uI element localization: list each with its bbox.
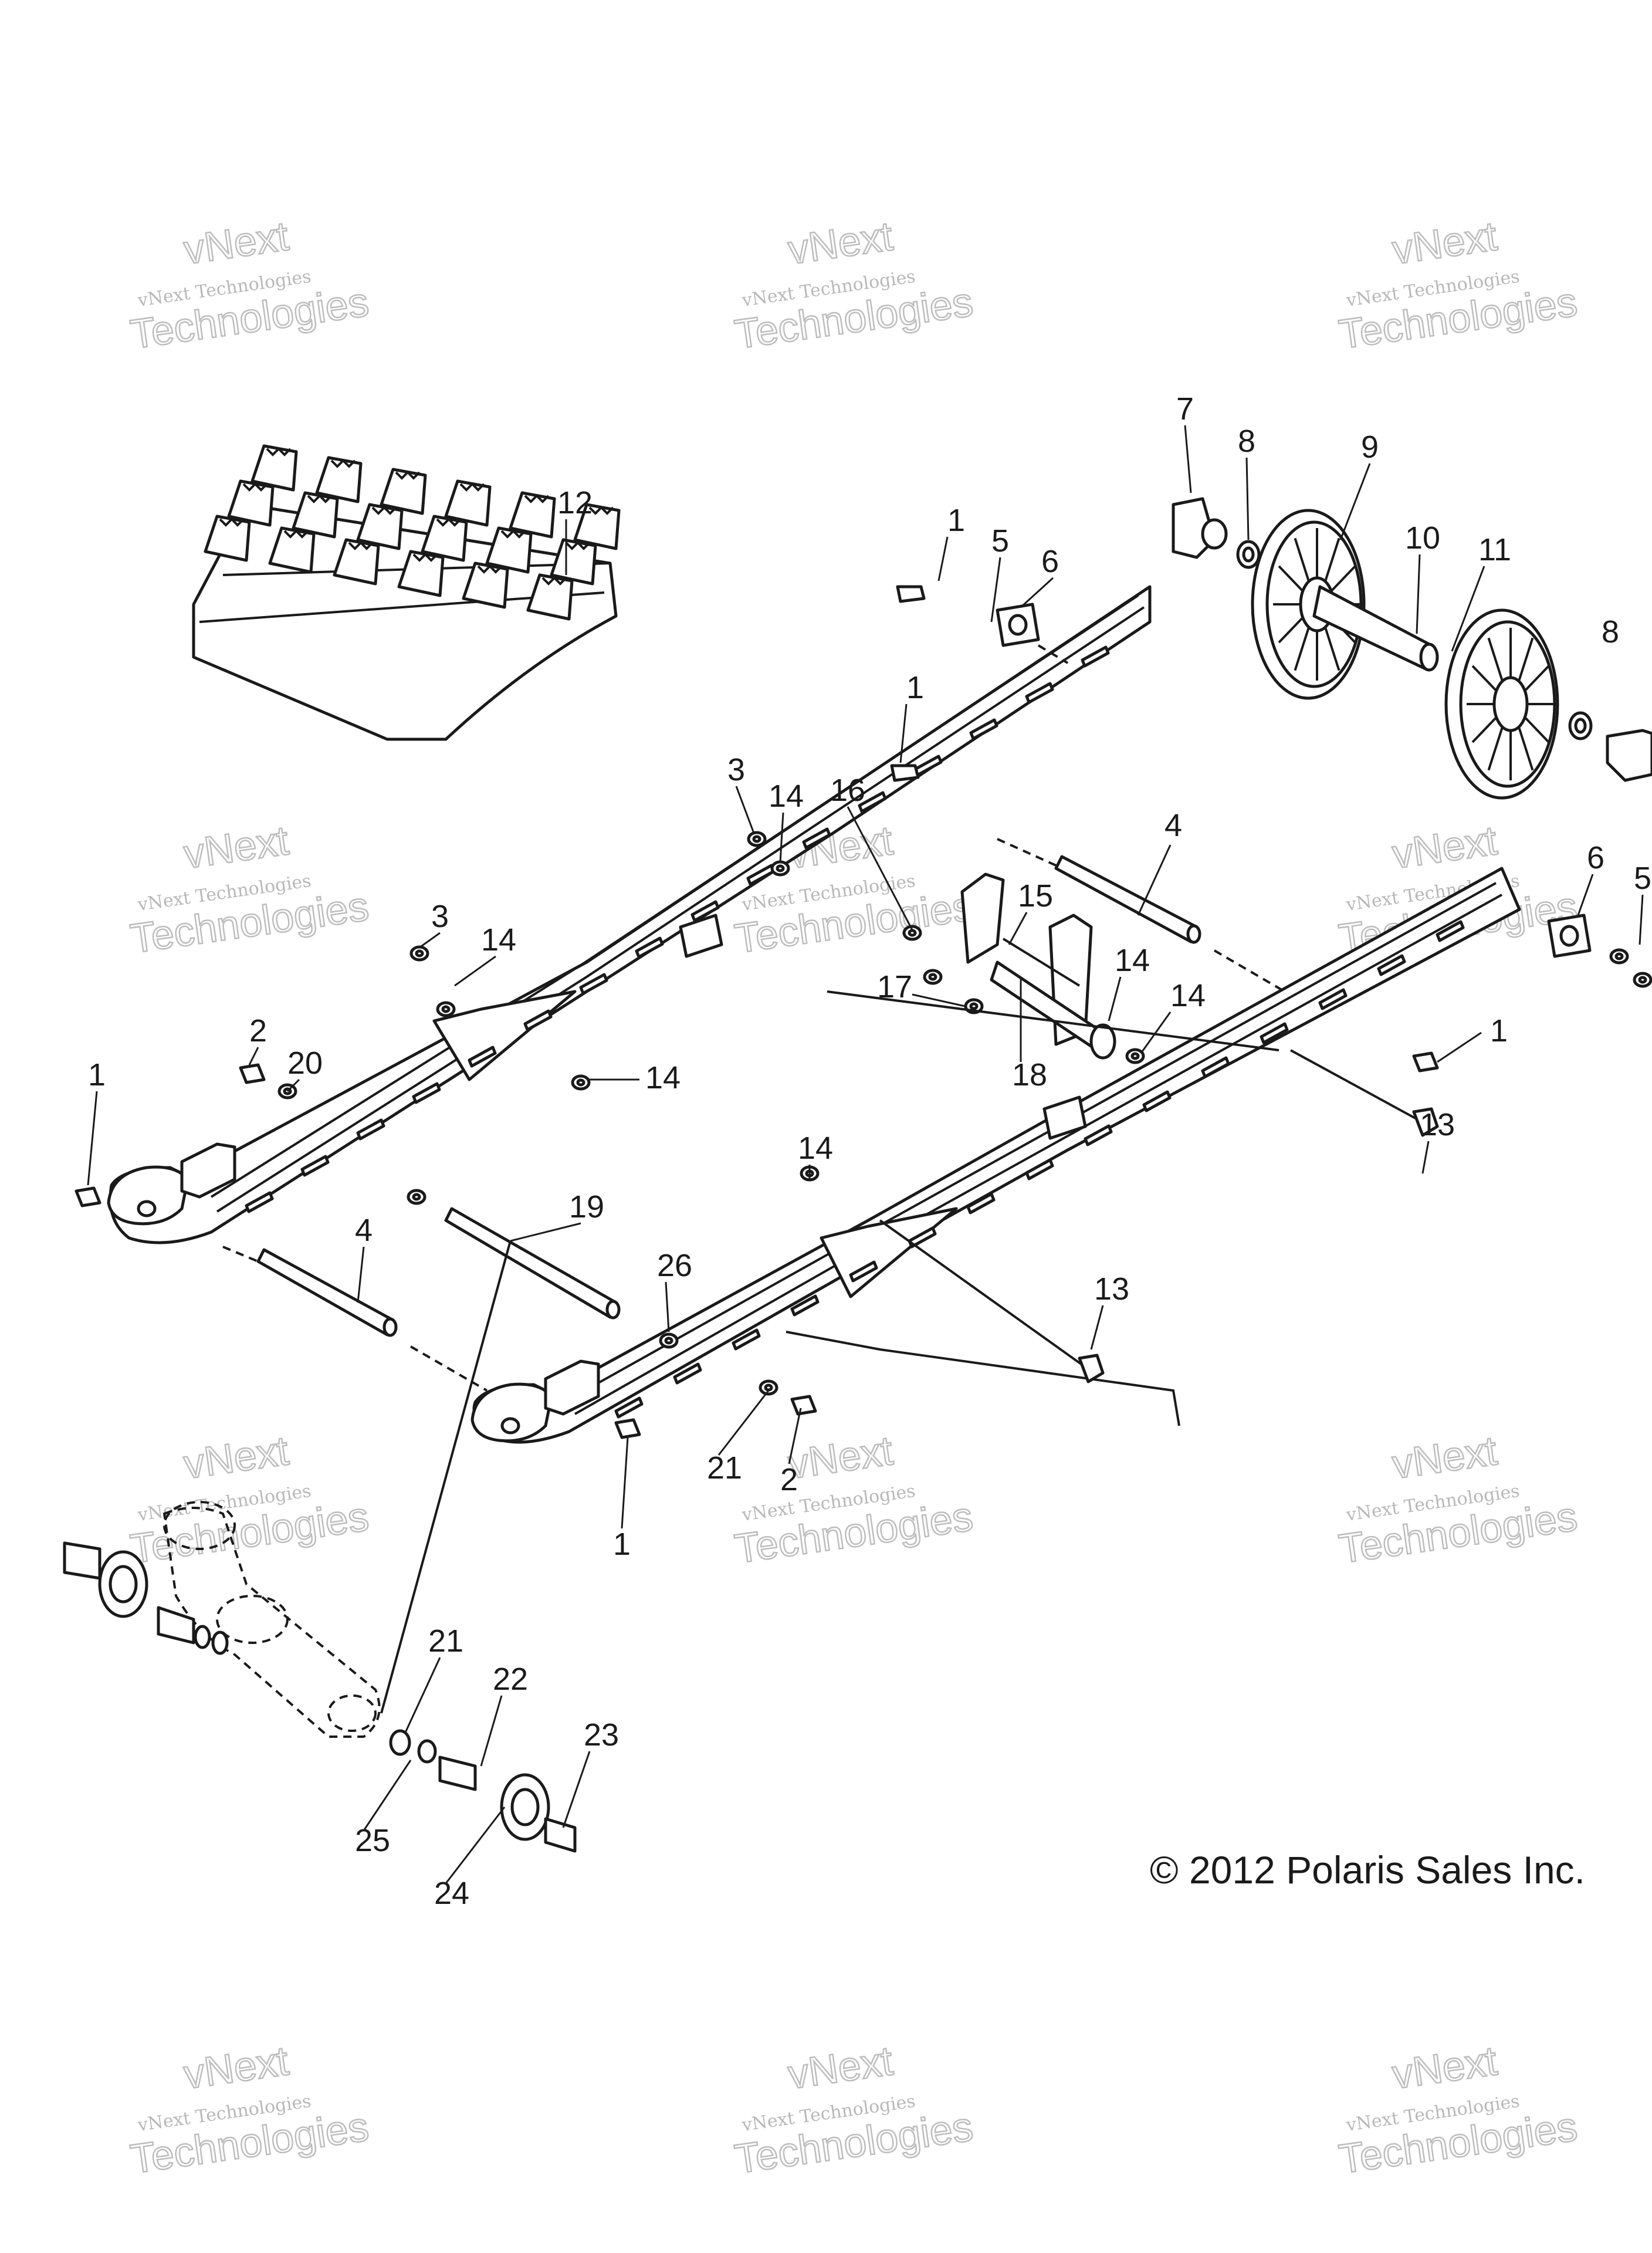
shock-and-bearings-drawing bbox=[63, 1501, 577, 1853]
callout-16: 15 bbox=[1018, 878, 1053, 914]
callout-14: 14 bbox=[1170, 978, 1206, 1013]
callout-14: 14 bbox=[798, 1131, 833, 1166]
watermark-line1: vNext bbox=[181, 1427, 291, 1487]
callout-12: 12 bbox=[557, 485, 593, 520]
callout-15: 14 bbox=[1115, 943, 1150, 978]
callout-17: 16 bbox=[830, 773, 865, 808]
idler-wheels-drawing bbox=[1172, 497, 1652, 800]
callout-1: 1 bbox=[906, 670, 924, 705]
callout-14: 14 bbox=[645, 1060, 681, 1095]
callout-1: 1 bbox=[947, 503, 965, 538]
track-drawing bbox=[192, 444, 621, 741]
watermark-line1: vNext bbox=[181, 817, 291, 877]
callout-25: 24 bbox=[434, 1876, 469, 1911]
callout-5: 5 bbox=[991, 523, 1009, 559]
callout-3: 3 bbox=[727, 752, 745, 787]
callout-13: 13 bbox=[1094, 1271, 1129, 1307]
callout-13: 13 bbox=[1420, 1107, 1455, 1142]
callout-14: 14 bbox=[769, 779, 804, 814]
watermark-line1: vNext bbox=[1389, 817, 1499, 877]
callout-8: 8 bbox=[1602, 614, 1619, 649]
callout-numbers: 1 1 1 1 1 2 2 3 3 4 4 5 5 6 6 7 8 8 9 10… bbox=[88, 391, 1651, 1911]
right-rail-drawing bbox=[470, 867, 1521, 1444]
callout-26: 25 bbox=[355, 1823, 390, 1858]
watermark-line1: vNext bbox=[181, 2038, 291, 2098]
callout-3: 3 bbox=[431, 899, 449, 934]
callout-1: 1 bbox=[1490, 1013, 1508, 1048]
callout-7: 7 bbox=[1176, 391, 1194, 427]
callout-19: 18 bbox=[1012, 1057, 1047, 1092]
callout-14: 14 bbox=[481, 922, 516, 958]
copyright-notice: © 2012 Polaris Sales Inc. bbox=[1150, 1848, 1585, 1892]
watermark-line1: vNext bbox=[785, 213, 895, 273]
left-rail-drawing bbox=[107, 585, 1152, 1244]
callout-8: 8 bbox=[1238, 424, 1255, 459]
callout-2: 2 bbox=[249, 1013, 267, 1048]
callout-2: 2 bbox=[780, 1462, 798, 1497]
callout-27: 26 bbox=[657, 1248, 692, 1283]
callout-18: 17 bbox=[877, 969, 912, 1004]
callout-leaders bbox=[87, 425, 1644, 1884]
callout-21: 20 bbox=[287, 1046, 323, 1081]
shafts-and-hardware bbox=[75, 585, 1652, 1714]
callout-20: 19 bbox=[569, 1189, 604, 1224]
callout-23: 22 bbox=[493, 1662, 528, 1697]
callout-5: 5 bbox=[1634, 861, 1651, 896]
callout-24: 23 bbox=[584, 1717, 619, 1753]
callout-9: 9 bbox=[1361, 429, 1379, 465]
watermark-line1: vNext bbox=[1389, 2038, 1499, 2098]
watermark-line1: vNext bbox=[785, 2038, 895, 2098]
callout-4: 4 bbox=[1164, 808, 1182, 843]
watermark-line1: vNext bbox=[1389, 1427, 1499, 1487]
watermark-line1: vNext bbox=[1389, 213, 1499, 273]
callout-4: 4 bbox=[355, 1213, 373, 1248]
callout-11: 11 bbox=[1478, 532, 1511, 567]
callout-21: 21 bbox=[707, 1450, 742, 1486]
watermark-line1: vNext bbox=[181, 213, 291, 273]
callout-22: 21 bbox=[428, 1623, 463, 1659]
callout-6: 6 bbox=[1041, 544, 1059, 579]
callout-6: 6 bbox=[1587, 840, 1604, 875]
callout-1: 1 bbox=[613, 1527, 631, 1562]
callout-1: 1 bbox=[88, 1057, 106, 1092]
callout-10: 10 bbox=[1405, 520, 1440, 556]
watermark-line1: vNext bbox=[785, 1427, 895, 1487]
